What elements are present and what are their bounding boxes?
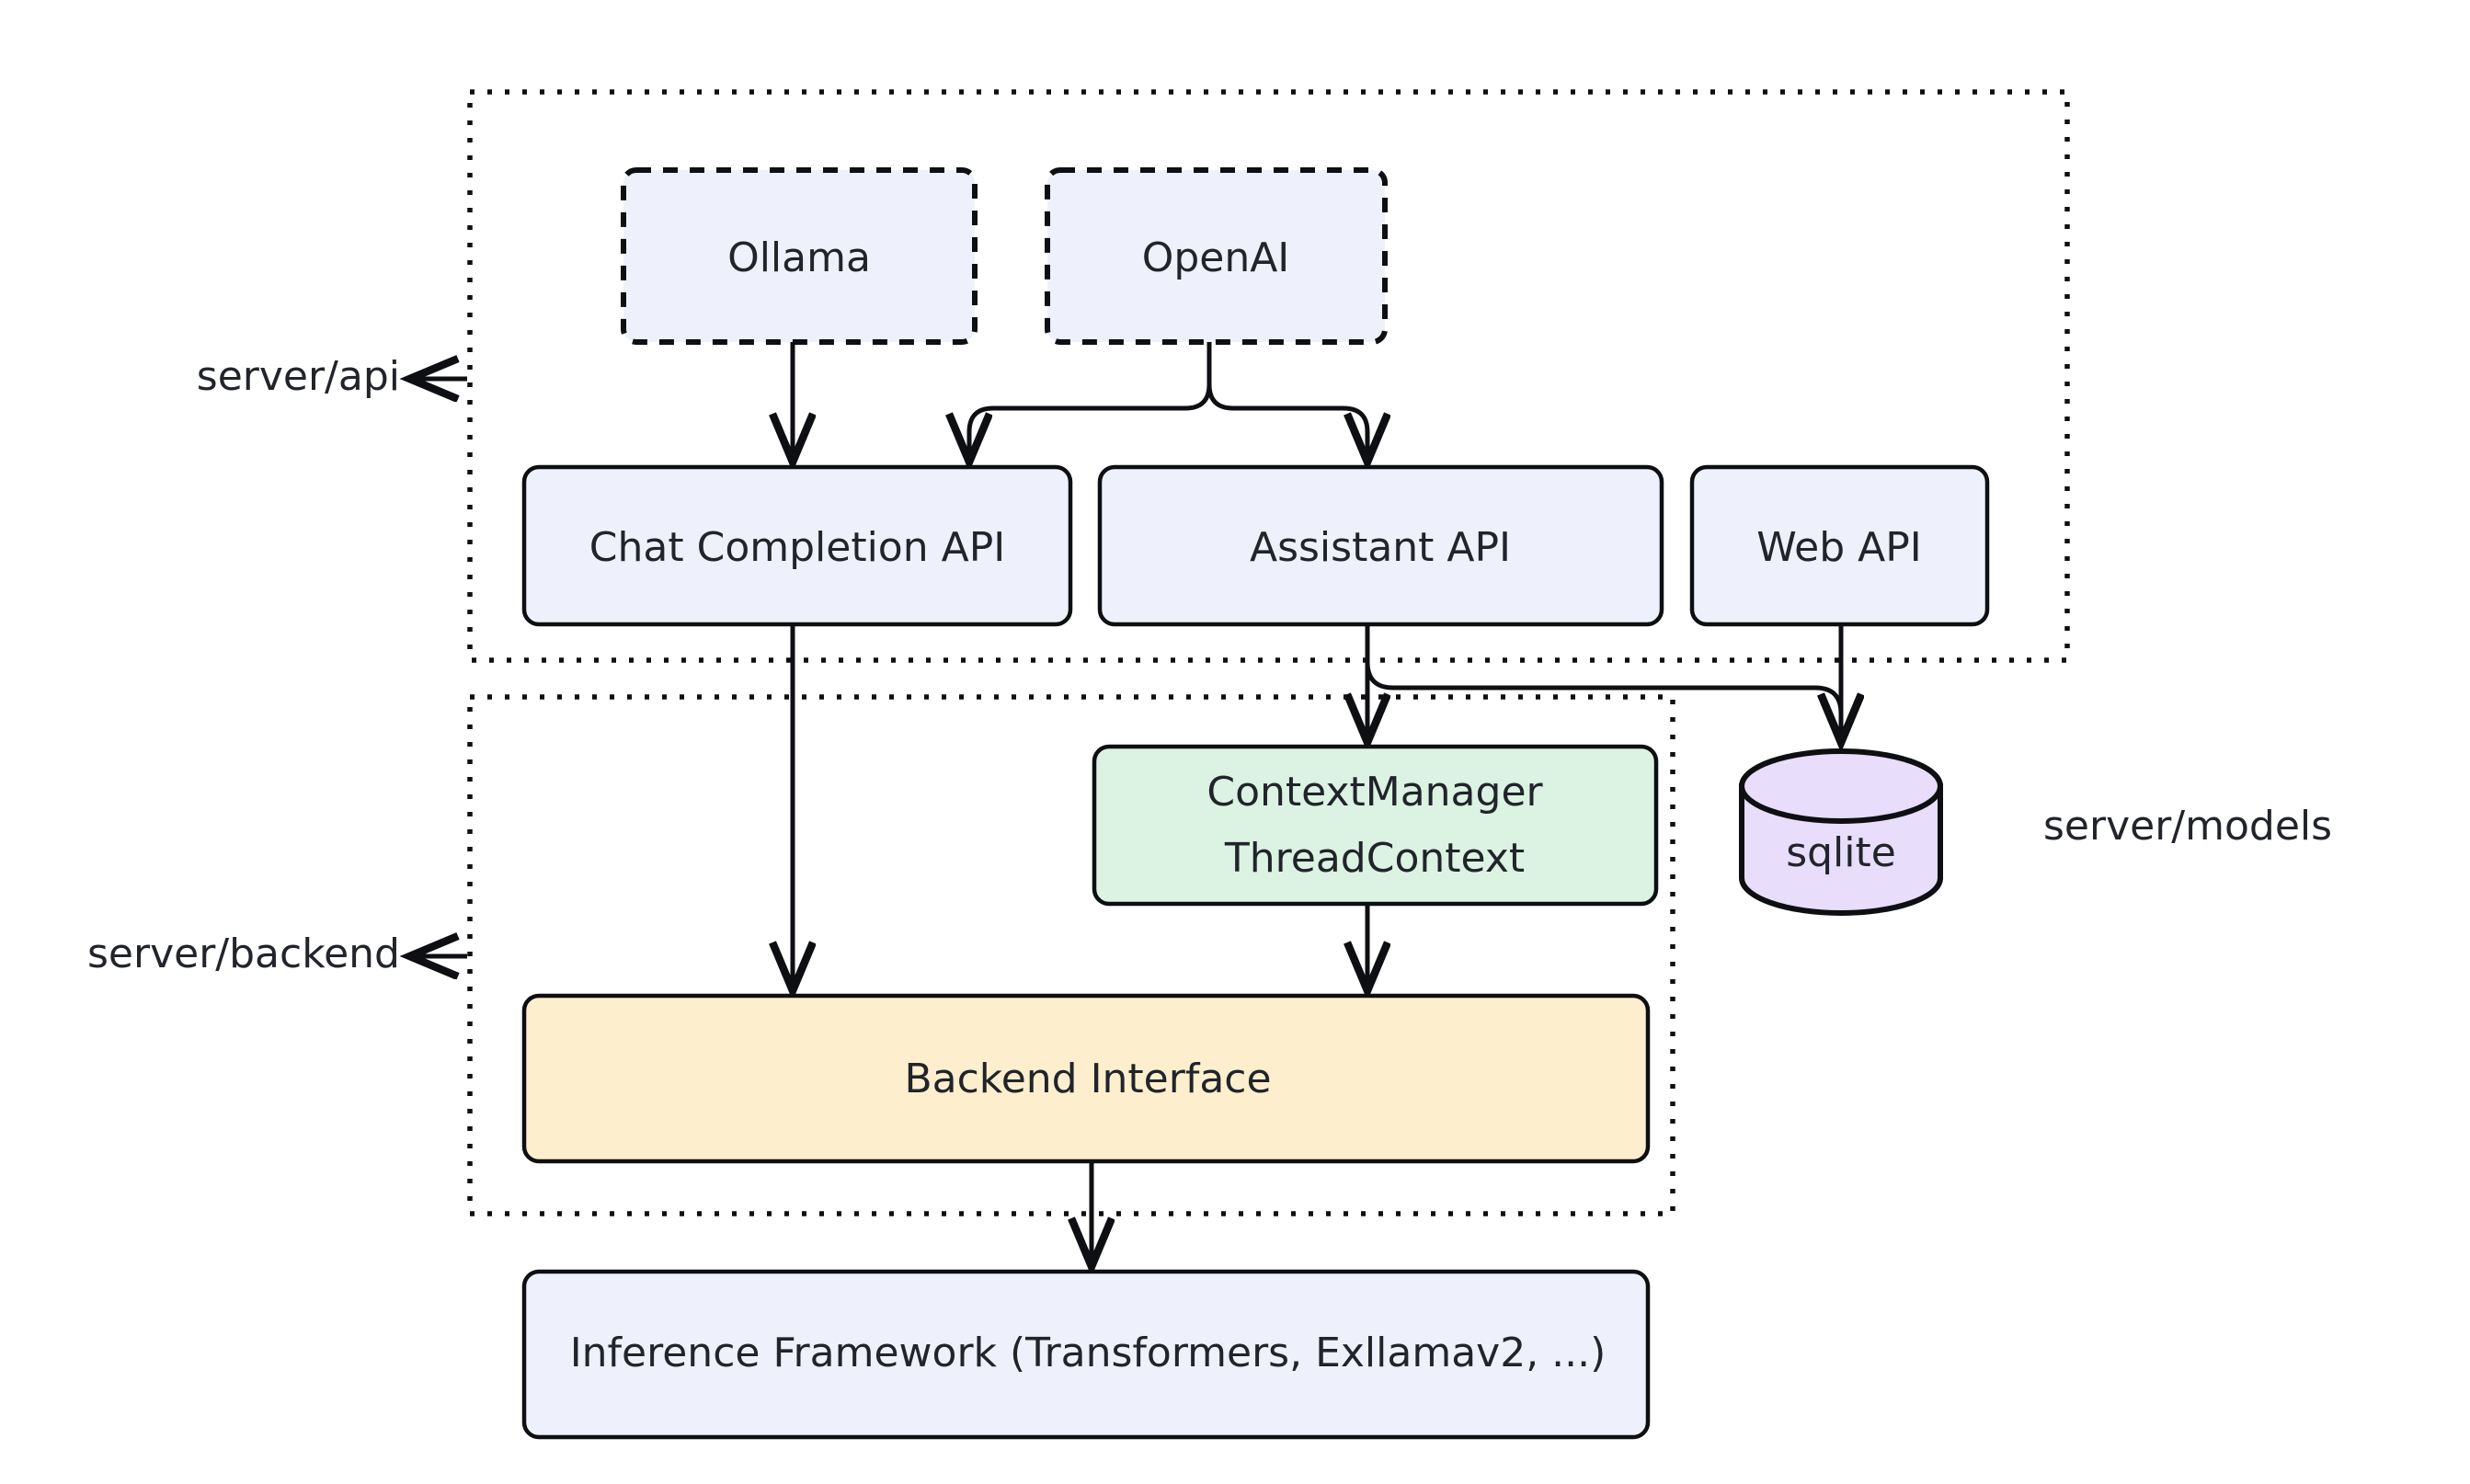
ollama-label: Ollama: [727, 234, 871, 281]
inference-framework-label: Inference Framework (Transformers, Exlla…: [570, 1330, 1607, 1376]
assistant-api-box[interactable]: [1097, 464, 1664, 627]
chat-completion-api-box[interactable]: [521, 464, 1073, 627]
node-context-manager[interactable]: ContextManager ThreadContext: [1092, 744, 1659, 907]
context-manager-box[interactable]: [1092, 744, 1659, 907]
node-web-api[interactable]: Web API: [1689, 464, 1990, 627]
group-label-api: server/api: [197, 353, 467, 400]
web-api-label: Web API: [1756, 524, 1922, 571]
group-container-backend: [467, 694, 1675, 1216]
backend-group-label: server/backend: [87, 930, 400, 977]
api-group-label: server/api: [197, 353, 400, 400]
sqlite-cylinder-top[interactable]: [1739, 748, 1943, 824]
node-backend-interface[interactable]: Backend Interface: [521, 993, 1651, 1164]
node-ollama[interactable]: Ollama: [621, 167, 978, 345]
edge-openai-to-assistant-api: [1206, 342, 1367, 460]
node-inference-framework[interactable]: Inference Framework (Transformers, Exlla…: [521, 1269, 1651, 1440]
web-api-box[interactable]: [1689, 464, 1990, 627]
node-sqlite[interactable]: sqlite: [1739, 748, 1943, 916]
backend-group-boundary: [467, 694, 1675, 1216]
group-label-backend: server/backend: [87, 930, 467, 977]
edge-assistant-api-to-sqlite: [1365, 624, 1841, 740]
edge-openai-to-chat-completion-api: [969, 342, 1212, 460]
backend-interface-label: Backend Interface: [904, 1056, 1271, 1102]
node-assistant-api[interactable]: Assistant API: [1097, 464, 1664, 627]
models-group-label: server/models: [2043, 803, 2332, 850]
group-label-models: server/models: [2043, 803, 2332, 850]
context-manager-label-line2: ThreadContext: [1224, 835, 1525, 882]
node-openai[interactable]: OpenAI: [1045, 167, 1388, 345]
openai-label: OpenAI: [1142, 234, 1290, 281]
assistant-api-label: Assistant API: [1250, 524, 1511, 571]
sqlite-label: sqlite: [1786, 829, 1896, 876]
context-manager-label-line1: ContextManager: [1206, 769, 1543, 816]
inference-framework-box[interactable]: [521, 1269, 1651, 1440]
ollama-box[interactable]: [621, 167, 978, 345]
openai-box[interactable]: [1045, 167, 1388, 345]
backend-interface-box[interactable]: [521, 993, 1651, 1164]
chat-completion-api-label: Chat Completion API: [589, 524, 1005, 571]
node-chat-completion-api[interactable]: Chat Completion API: [521, 464, 1073, 627]
